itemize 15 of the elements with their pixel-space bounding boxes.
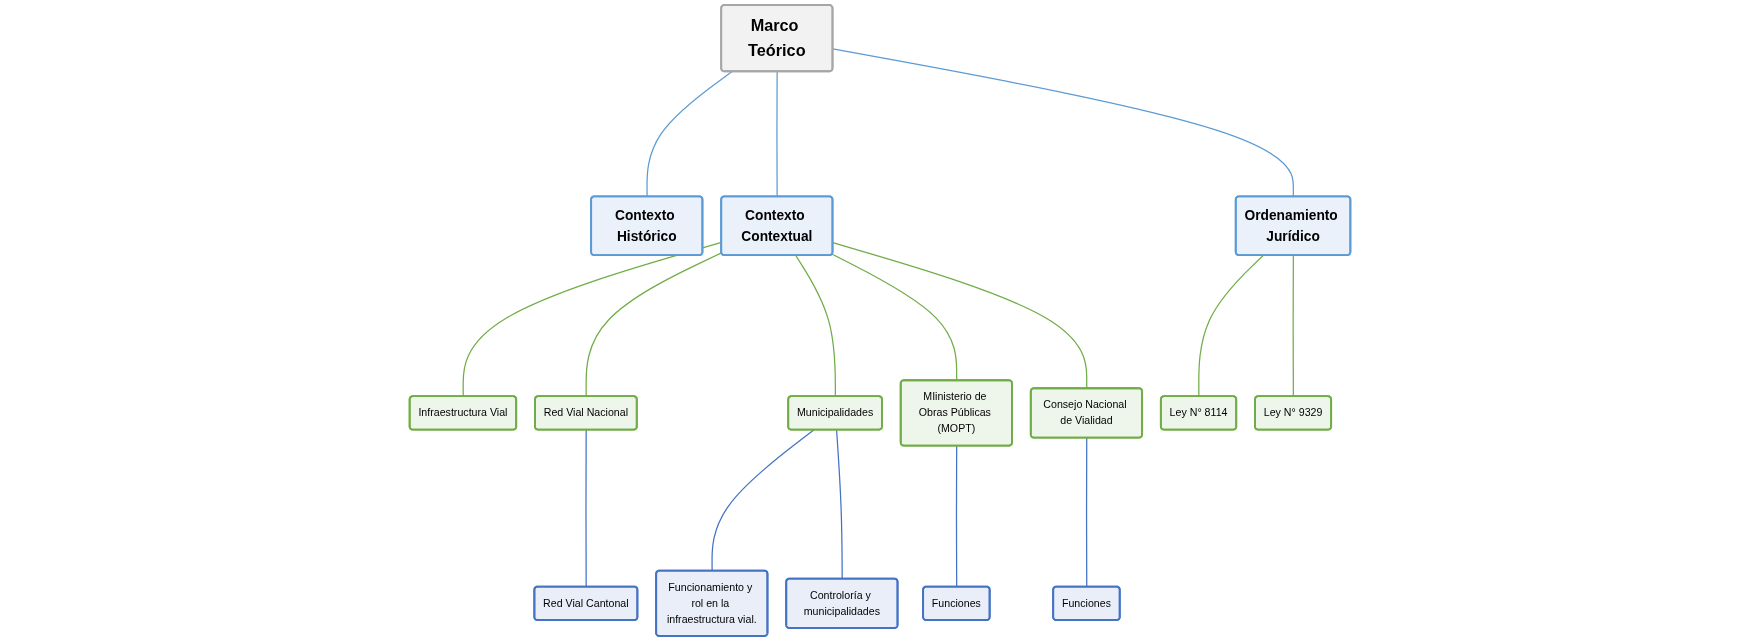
connector (711, 429, 815, 572)
connector (585, 252, 723, 398)
connector (795, 254, 836, 398)
connector (955, 445, 958, 588)
connector (585, 429, 587, 588)
connector (1198, 254, 1264, 398)
connector (462, 241, 723, 398)
connector (646, 70, 733, 198)
connector (1085, 437, 1088, 588)
connector (831, 253, 958, 382)
connector (835, 429, 843, 580)
connector (832, 48, 1294, 198)
connector (832, 241, 1088, 390)
connector (1292, 254, 1294, 398)
connector (776, 70, 778, 198)
